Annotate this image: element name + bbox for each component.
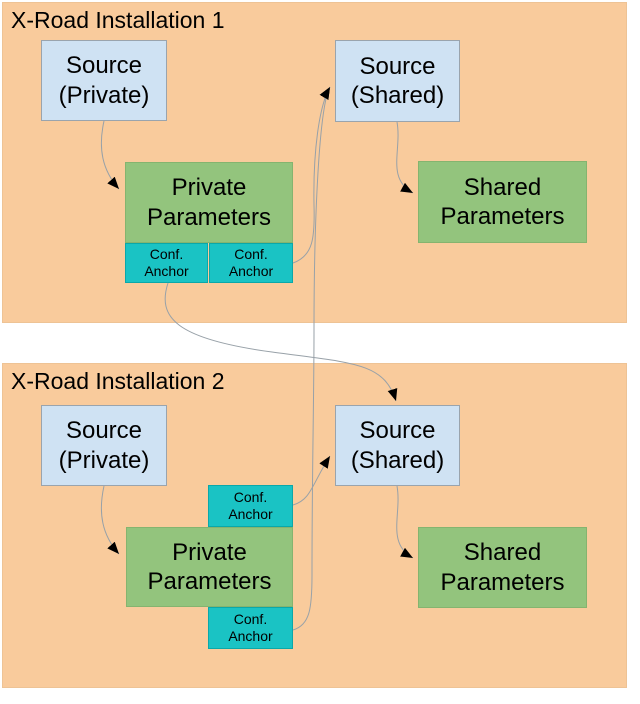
inst2-source-private-node: Source (Private) — [41, 405, 167, 486]
inst2-shared-parameters-node: Shared Parameters — [418, 527, 587, 608]
inst2-conf-anchor-top-node: Conf. Anchor — [208, 485, 293, 527]
inst1-source-shared-node: Source (Shared) — [335, 40, 460, 122]
inst1-private-parameters-node: Private Parameters — [125, 162, 293, 243]
inst2-private-parameters-node: Private Parameters — [126, 527, 293, 607]
inst2-conf-anchor-bottom-node: Conf. Anchor — [208, 607, 293, 649]
inst1-shared-parameters-node: Shared Parameters — [418, 161, 587, 243]
inst1-conf-anchor-left-node: Conf. Anchor — [125, 243, 208, 283]
installation-2-title: X-Road Installation 2 — [11, 368, 225, 394]
inst1-source-private-node: Source (Private) — [41, 40, 167, 121]
inst2-source-shared-node: Source (Shared) — [335, 405, 460, 486]
inst1-conf-anchor-right-node: Conf. Anchor — [209, 243, 293, 283]
installation-1-title: X-Road Installation 1 — [11, 7, 225, 33]
